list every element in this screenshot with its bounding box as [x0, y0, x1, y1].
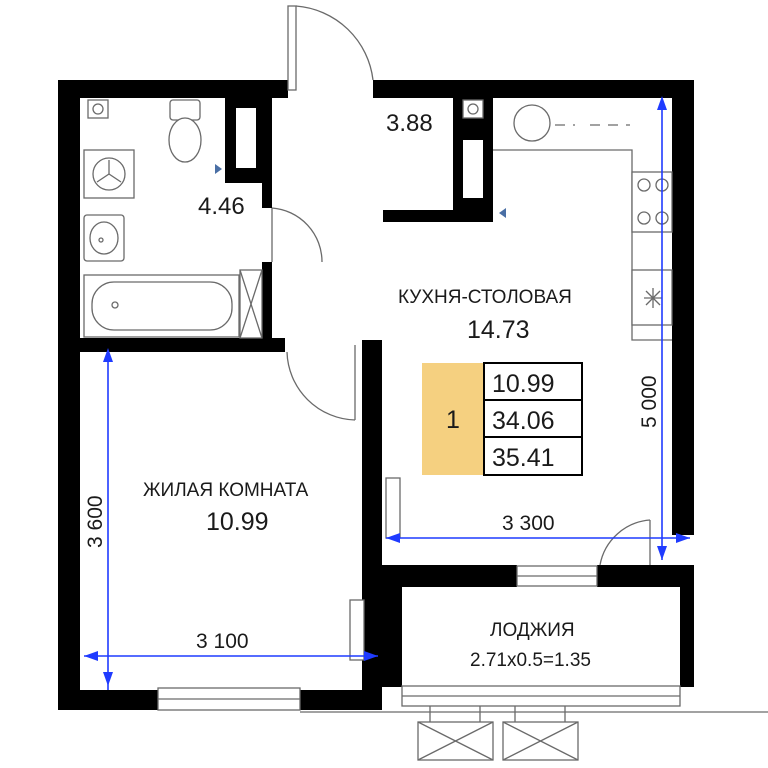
meter-icon	[215, 164, 222, 174]
walls	[58, 80, 694, 710]
sink-icon	[83, 214, 125, 262]
bathroom-area: 4.46	[198, 193, 245, 220]
loggia-name: ЛОДЖИЯ	[490, 620, 575, 641]
total-with-loggia-value: 35.41	[492, 444, 555, 472]
living-height-dim: 3 600	[84, 495, 107, 548]
living-name: ЖИЛАЯ КОМНАТА	[143, 480, 309, 501]
hallway-area: 3.88	[386, 110, 433, 137]
kitchen-width-dim: 3 300	[502, 512, 555, 535]
dimension-lines	[84, 96, 690, 690]
washing-machine-icon	[83, 149, 135, 199]
kitchen-name: КУХНЯ-СТОЛОВАЯ	[398, 287, 572, 308]
living-area-value: 10.99	[492, 370, 555, 398]
room-count-cell	[422, 363, 484, 475]
ac-unit-icon	[417, 706, 579, 761]
room-count: 1	[446, 406, 460, 434]
kitchen-area: 14.73	[467, 316, 530, 344]
bathtub-icon	[83, 269, 263, 339]
kitchen-counter	[493, 104, 673, 341]
meter-icon	[499, 208, 506, 218]
fixtures	[83, 99, 768, 761]
toilet-icon	[168, 99, 202, 163]
total-area-value: 34.06	[492, 407, 555, 435]
loggia-formula: 2.71x0.5=1.35	[470, 650, 591, 671]
kitchen-height-dim: 5 000	[638, 375, 661, 428]
living-width-dim: 3 100	[196, 630, 249, 653]
windows	[157, 477, 681, 711]
area-summary-badge: 1 10.99 34.06 35.41	[422, 362, 583, 476]
living-area: 10.99	[206, 508, 269, 536]
doors	[271, 5, 651, 566]
